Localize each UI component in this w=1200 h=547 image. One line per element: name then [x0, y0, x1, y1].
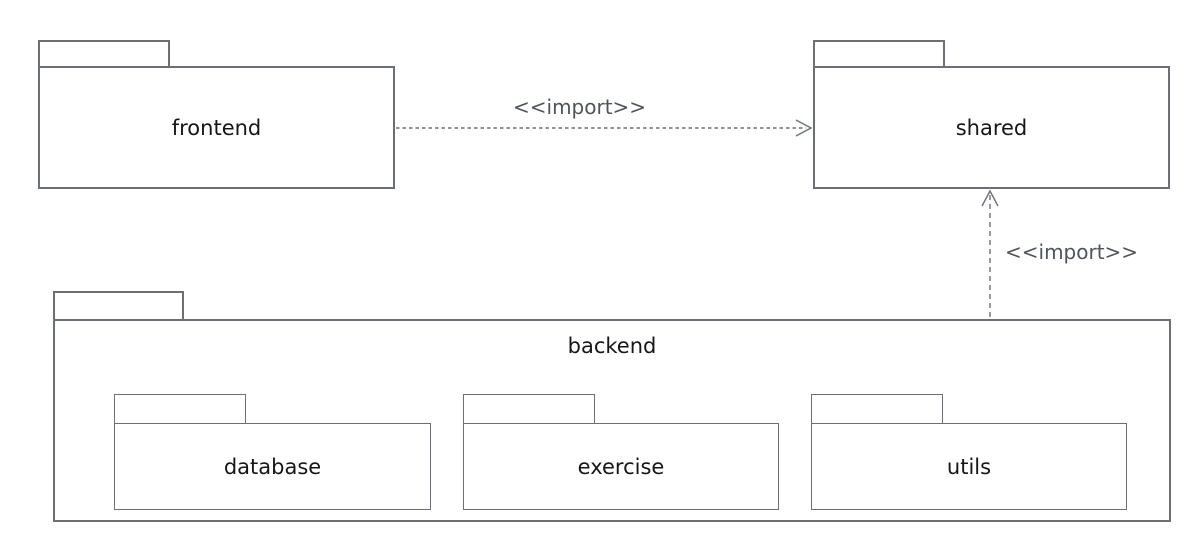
- import-label-frontend-to-shared: <<import>>: [513, 95, 647, 119]
- package-utils-body: utils: [811, 423, 1127, 510]
- package-database-label: database: [223, 454, 322, 479]
- package-database-body: database: [114, 423, 431, 510]
- package-shared-body: shared: [813, 66, 1170, 189]
- import-arrow-backend-to-shared: [981, 189, 999, 326]
- package-exercise-tab: [463, 394, 595, 425]
- package-shared-label: shared: [955, 115, 1028, 140]
- package-exercise-label: exercise: [577, 454, 665, 479]
- package-shared-tab: [813, 40, 945, 68]
- package-database-tab: [114, 394, 246, 425]
- package-backend-label: backend: [567, 334, 657, 358]
- import-arrow-frontend-to-shared: [396, 119, 813, 137]
- package-frontend-label: frontend: [171, 115, 262, 140]
- package-exercise-body: exercise: [463, 423, 779, 510]
- package-utils-label: utils: [946, 454, 992, 479]
- package-backend-tab: [53, 291, 184, 321]
- import-label-backend-to-shared: <<import>>: [1005, 240, 1139, 264]
- package-utils-tab: [811, 394, 943, 425]
- package-frontend-body: frontend: [38, 66, 395, 189]
- package-frontend-tab: [38, 40, 170, 68]
